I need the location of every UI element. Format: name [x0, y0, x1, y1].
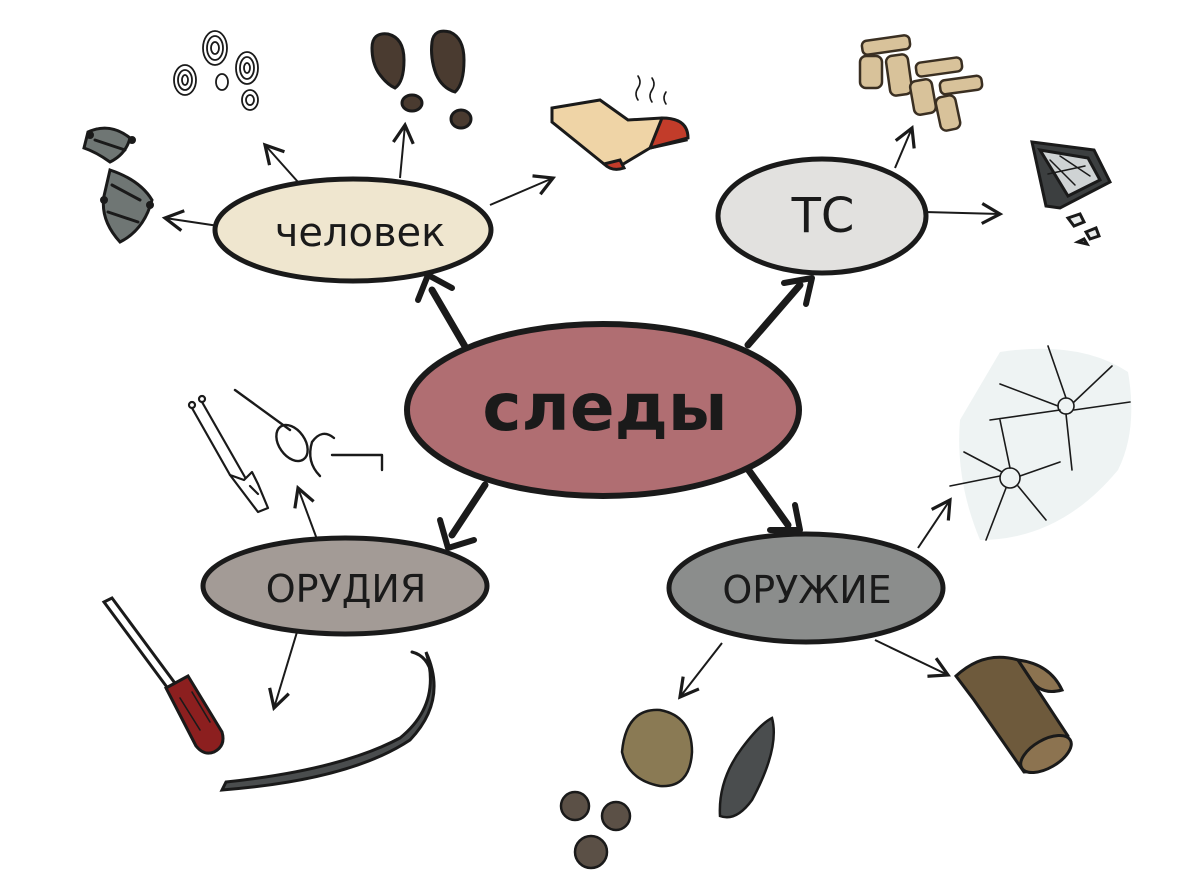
tire-tread-icon: [858, 34, 984, 132]
arrow-to-vehicle: [744, 275, 815, 349]
arrow-sock: [489, 174, 557, 206]
node-person[interactable]: человек: [212, 176, 494, 284]
arrow-to-tools: [437, 481, 489, 551]
dna-icon: [82, 126, 154, 244]
bullet-holes-glass-icon: [949, 345, 1132, 541]
node-person-label: человек: [275, 210, 446, 256]
arrow-pellets: [677, 642, 723, 700]
arrow-fingerprints: [262, 142, 299, 183]
arrow-screwdriver: [268, 631, 298, 712]
handcuff-icon: [233, 388, 384, 478]
arrow-footprints: [392, 121, 415, 179]
thin-arrows: [161, 121, 1004, 712]
arrow-to-weapons: [741, 461, 803, 533]
arrow-headlight: [924, 202, 1004, 225]
crowbar-icon: [219, 650, 436, 792]
center-connectors: [415, 272, 815, 551]
bullet-icon: [718, 716, 776, 819]
arrow-cartridge: [874, 639, 951, 678]
footprints-icon: [370, 29, 473, 130]
node-center-label: следы: [482, 369, 727, 446]
node-weapons-label: ОРУЖИЕ: [722, 568, 891, 612]
broken-headlight-icon: [1030, 140, 1113, 247]
node-center[interactable]: следы: [404, 321, 802, 499]
arrow-glass: [917, 497, 952, 549]
arrow-to-person: [415, 272, 474, 359]
screwdriver-icon: [101, 596, 225, 755]
node-tools[interactable]: ОРУДИЯ: [200, 535, 490, 637]
sock-icon: [550, 75, 690, 171]
node-vehicle-label: ТС: [791, 188, 855, 244]
arrow-handcuff: [293, 484, 319, 543]
lockpicks-icon: [187, 394, 270, 514]
arrow-tread: [894, 124, 916, 169]
node-tools-label: ОРУДИЯ: [266, 567, 427, 611]
node-weapons[interactable]: ОРУЖИЕ: [666, 531, 946, 645]
cartridge-case-icon: [953, 655, 1073, 775]
fingerprints-icon: [173, 30, 259, 111]
node-vehicle[interactable]: ТС: [715, 156, 929, 276]
shotgun-pellets-icon: [559, 708, 694, 870]
